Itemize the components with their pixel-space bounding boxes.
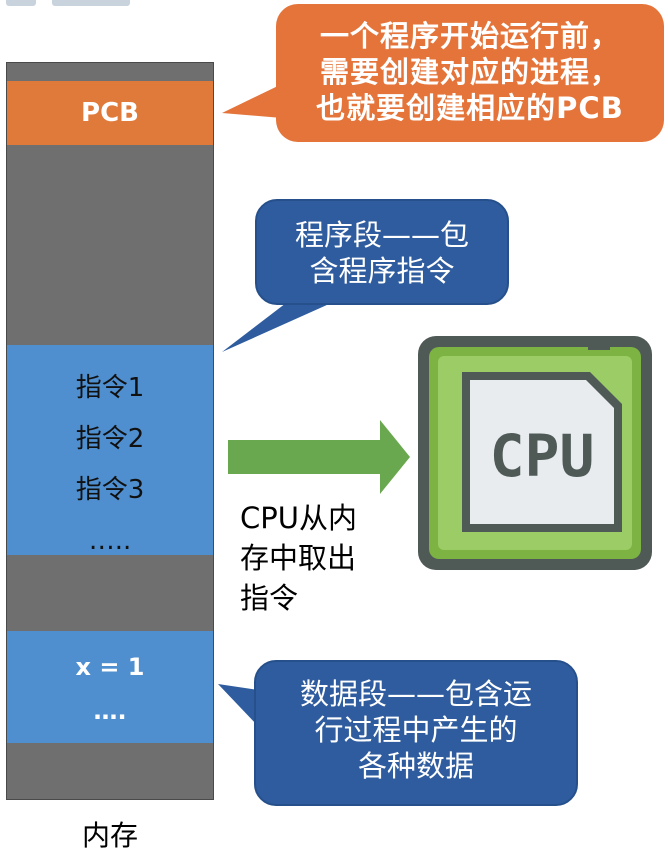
data-segment: x = 1 …. [7,631,213,743]
cpu-chip-icon [418,336,652,570]
memory-label: 内存 [81,819,138,852]
pcb-label: PCB [81,98,139,128]
code-callout-line: 含程序指令 [309,254,455,288]
pcb-callout-line: 需要创建对应的进程， [319,55,620,89]
pcb-segment: PCB [7,81,213,145]
cpu-chip-label: CPU [490,422,595,490]
data-callout-tail [218,684,258,726]
data-ellipsis: …. [93,697,127,725]
fetch-arrow [228,420,410,494]
code-segment: 指令1 指令2 指令3 ….. [7,345,213,556]
instruction-line: 指令2 [75,424,145,454]
data-callout-line: 各种数据 [357,749,474,783]
cpu-caption-line: 存中取出 [240,541,357,575]
instruction-line: 指令1 [75,373,145,403]
code-callout: 程序段——包 含程序指令 [255,199,509,305]
cpu-fetch-caption: CPU从内 存中取出 指令 [240,498,410,618]
instruction-line: 指令3 [75,475,145,505]
pcb-callout-line: 一个程序开始运行前， [319,19,620,53]
code-callout-line: 程序段——包 [294,218,469,252]
code-callout-tail [222,300,338,352]
top-strip-right [52,0,130,6]
data-callout-line: 行过程中产生的 [314,713,518,747]
data-line: x = 1 [75,653,145,681]
cpu-caption-line: 指令 [240,581,299,615]
cpu-caption-line: CPU从内 [240,501,357,535]
pcb-callout: 一个程序开始运行前， 需要创建对应的进程， 也就要创建相应的PCB [276,4,664,142]
top-strip-left [6,0,36,6]
memory-block: PCB 指令1 指令2 指令3 ….. x = 1 …. [6,62,214,800]
data-callout-line: 数据段——包含运 [299,677,532,711]
data-callout: 数据段——包含运 行过程中产生的 各种数据 [254,660,578,806]
pcb-callout-tail [222,84,282,118]
instruction-ellipsis: ….. [88,526,132,556]
pcb-callout-line: 也就要创建相应的PCB [316,91,624,125]
